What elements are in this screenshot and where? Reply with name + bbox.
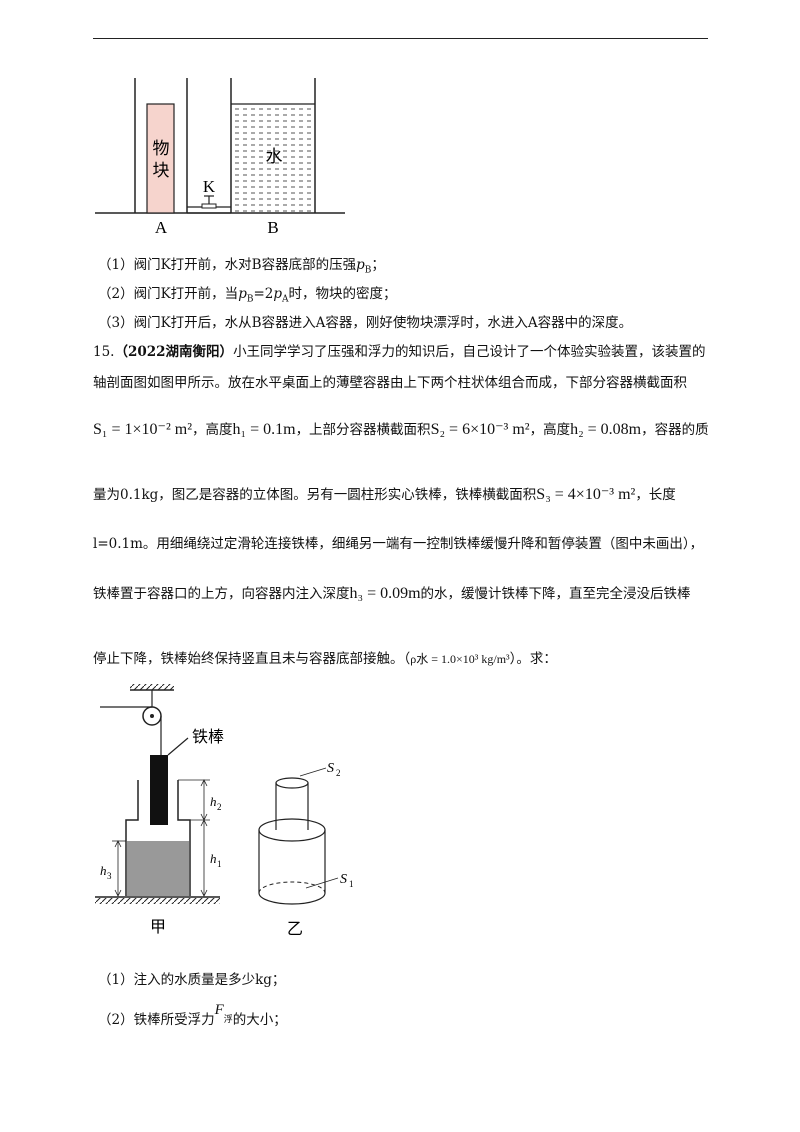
- h2-label: h: [210, 794, 217, 809]
- problem-15-line5: l=0.1m。用细绳绕过定滑轮连接铁棒，细绳另一端有一控制铁棒缓慢升降和暂停装置…: [93, 536, 704, 552]
- h3-sub: 3: [107, 871, 112, 881]
- formula-h1: h₁ = 0.1m: [232, 421, 296, 438]
- header-rule: [93, 38, 708, 39]
- h3-label: h: [100, 863, 107, 878]
- caption-yi: 乙: [287, 919, 303, 938]
- question-a3: （3）阀门K打开后，水从B容器进入A容器，刚好使物块漂浮时，水进入A容器中的深度…: [98, 315, 633, 331]
- label-a: A: [155, 218, 168, 237]
- h2-sub: 2: [217, 802, 222, 812]
- s1-sub: 1: [349, 879, 354, 889]
- block-label-2: 块: [153, 161, 170, 181]
- h1-sub: 1: [217, 859, 222, 869]
- h1-label: h: [210, 851, 217, 866]
- block: [146, 103, 175, 214]
- formula-rho: ρ水 = 1.0×10³ kg/m³: [410, 652, 510, 666]
- question-a1: （1）阀门K打开前，水对B容器底部的压强pB；: [98, 257, 385, 276]
- problem-15-line7: 停止下降，铁棒始终保持竖直且未与容器底部接触。（ρ水 = 1.0×10³ kg/…: [93, 651, 557, 667]
- formula-h2: h₂ = 0.08m: [570, 421, 642, 438]
- f-buoyancy-symbol: F: [214, 1002, 224, 1018]
- question-b2: （2）铁棒所受浮力F浮的大小；: [98, 1002, 287, 1028]
- label-b: B: [267, 218, 278, 237]
- container-3d: [258, 767, 339, 905]
- valve-label: K: [203, 177, 216, 196]
- water: [231, 104, 315, 213]
- container-water: [127, 841, 189, 896]
- figure-apparatus: 铁棒 h 2 h 1 h 3 甲 S 2 S 1 乙: [95, 684, 354, 938]
- question-a2: （2）阀门K打开前，当pB=2pA时，物块的密度；: [98, 286, 397, 305]
- s1-label: S: [340, 872, 347, 887]
- problem-15-line1: 15.（2022湖南衡阳）小王同学学习了压强和浮力的知识后，自己设计了一个体验实…: [93, 344, 706, 360]
- question-b1: （1）注入的水质量是多少kg；: [98, 972, 286, 988]
- problem-15-line3: S₁ = 1×10⁻² m²，高度h₁ = 0.1m，上部分容器横截面积S₂ =…: [93, 421, 709, 438]
- water-label: 水: [266, 147, 283, 167]
- problem-15-line4: 量为0.1kg，图乙是容器的立体图。另有一圆柱形实心铁棒，铁棒横截面积S₃ = …: [93, 486, 676, 503]
- formula-s3: S₃ = 4×10⁻³ m²: [536, 486, 636, 503]
- problem-15-line6: 铁棒置于容器口的上方，向容器内注入深度h₃ = 0.09m的水，缓慢计铁棒下降，…: [93, 585, 691, 602]
- figure-containers-ab: 物 块 水 K A B: [95, 78, 345, 237]
- caption-jia: 甲: [150, 917, 166, 936]
- formula-h3: h₃ = 0.09m: [349, 585, 421, 602]
- s2-sub: 2: [336, 768, 341, 778]
- problem-15-line2: 轴剖面图如图甲所示。放在水平桌面上的薄壁容器由上下两个柱状体组合而成，下部分容器…: [93, 375, 687, 391]
- s2-label: S: [327, 761, 334, 776]
- iron-rod: [150, 755, 168, 825]
- formula-s2: S₂ = 6×10⁻³ m²: [430, 421, 530, 438]
- formula-s1: S₁ = 1×10⁻² m²: [93, 421, 193, 438]
- rod-label: 铁棒: [192, 727, 224, 746]
- block-label-1: 物: [153, 139, 170, 159]
